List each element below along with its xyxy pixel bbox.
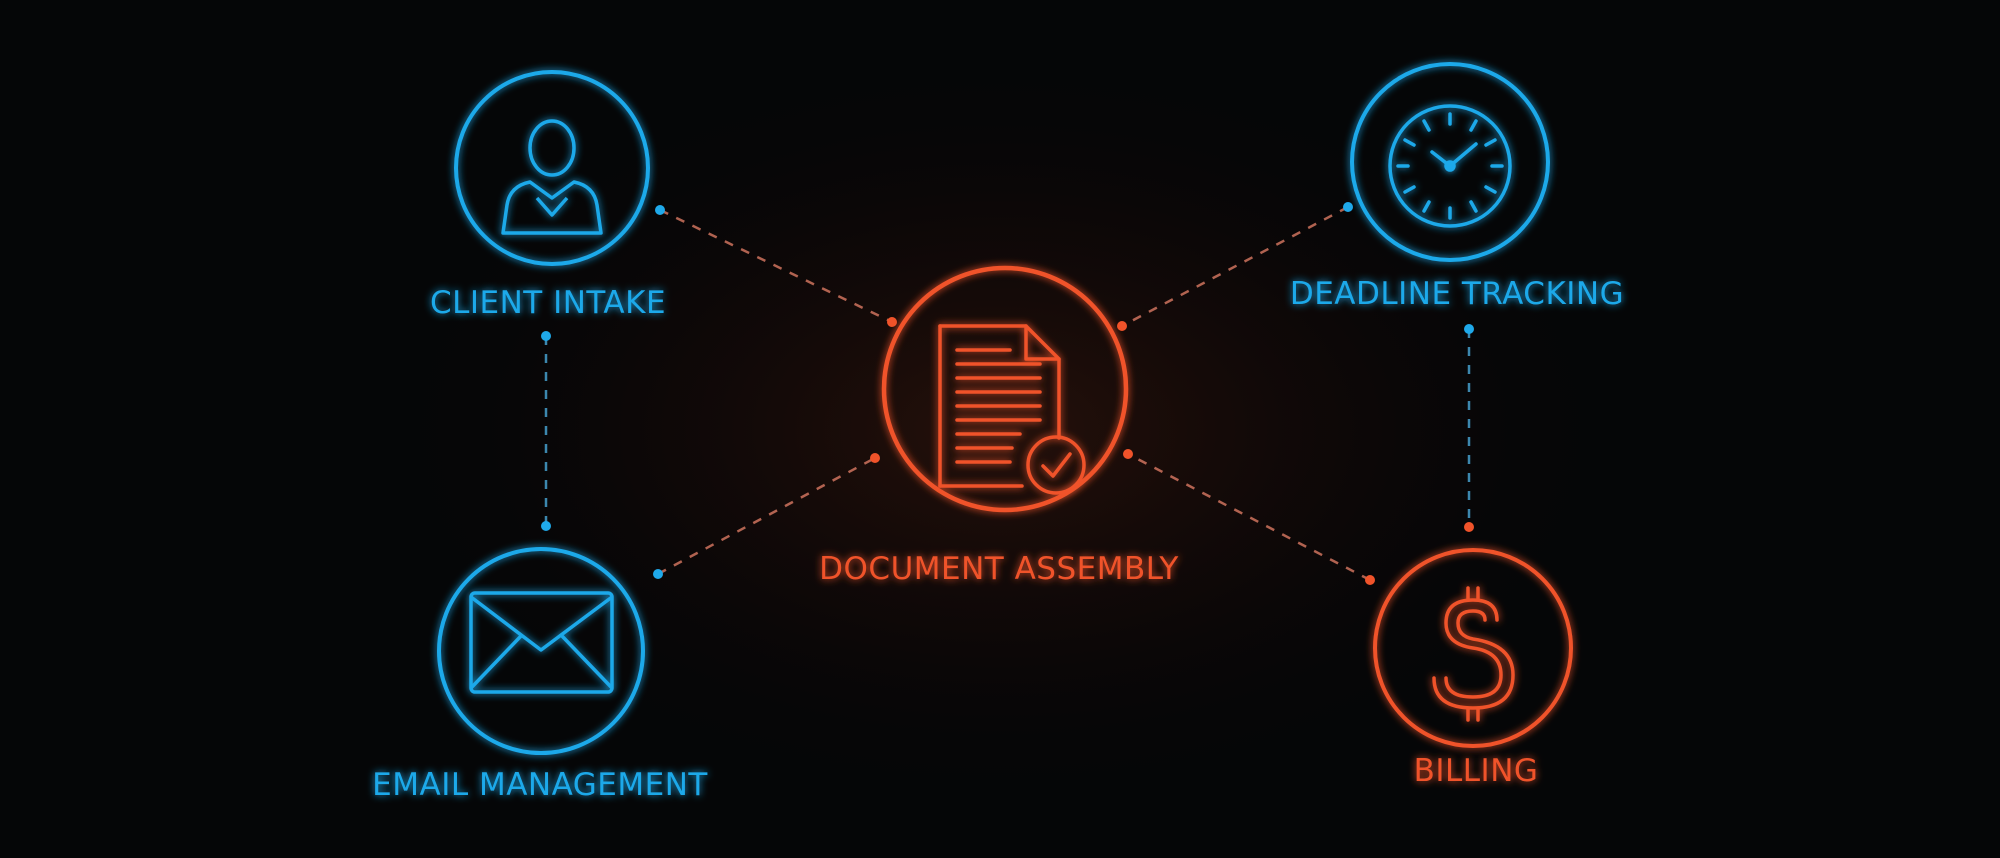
node-ring [437, 547, 645, 755]
node-email-management[interactable]: EMAIL MANAGEMENT [372, 547, 708, 803]
dot [1123, 449, 1133, 459]
dot [655, 205, 665, 215]
node-label: BILLING [1414, 753, 1539, 789]
connector-email-to-document [657, 456, 876, 576]
dot [887, 317, 897, 327]
dot [1464, 522, 1474, 532]
dot [653, 569, 663, 579]
dot [1117, 321, 1127, 331]
node-document-assembly[interactable]: DOCUMENT ASSEMBLY [819, 265, 1179, 587]
connector-client-intake-to-document [659, 208, 893, 324]
node-label: DEADLINE TRACKING [1290, 276, 1624, 312]
node-client-intake[interactable]: CLIENT INTAKE [430, 70, 666, 321]
center-glow [300, 10, 1700, 850]
person-icon [501, 119, 603, 235]
node-billing[interactable]: BILLING [1373, 548, 1573, 789]
node-ring [454, 70, 650, 266]
dollar-icon [1432, 586, 1515, 722]
node-label: CLIENT INTAKE [430, 285, 666, 321]
dot [870, 453, 880, 463]
node-deadline-tracking[interactable]: DEADLINE TRACKING [1290, 62, 1624, 312]
connector-dots [541, 202, 1474, 585]
connector-deadline-to-document [1121, 205, 1349, 328]
dot [541, 521, 551, 531]
node-label: EMAIL MANAGEMENT [372, 767, 708, 803]
connectors [544, 205, 1471, 582]
document-check-icon [938, 324, 1086, 495]
node-label: DOCUMENT ASSEMBLY [819, 551, 1179, 587]
envelope-icon [469, 591, 614, 694]
dot [1343, 202, 1353, 212]
dot [541, 331, 551, 341]
dot [1464, 324, 1474, 334]
clock-icon [1388, 104, 1512, 228]
dot [1365, 575, 1375, 585]
node-ring [881, 265, 1129, 513]
node-ring [1350, 62, 1550, 262]
node-ring [1373, 548, 1573, 748]
